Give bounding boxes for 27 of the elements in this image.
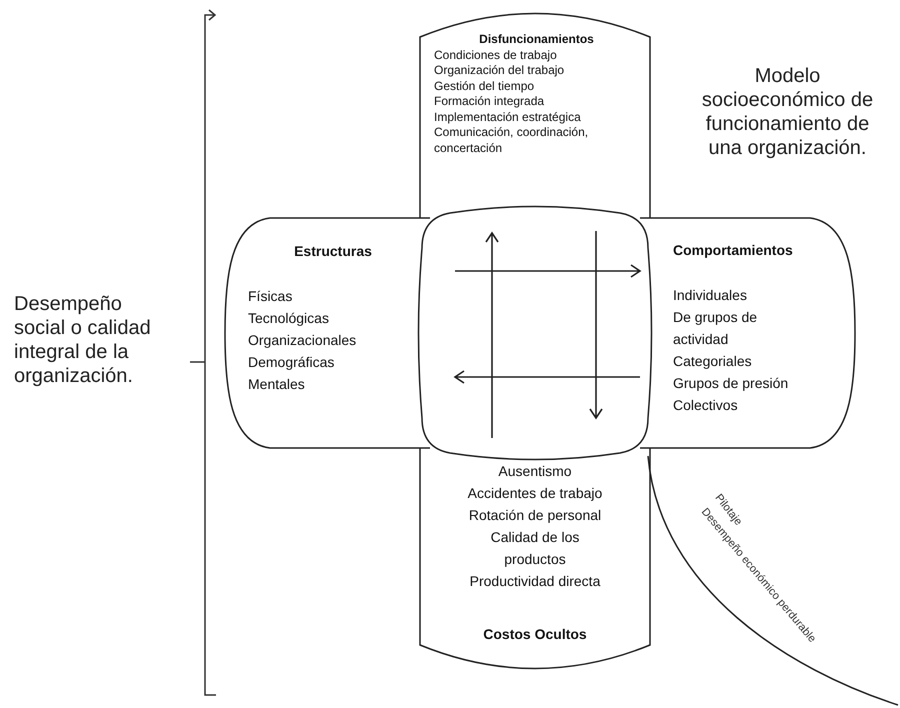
title-text: Modelo socioeconómico de funcionamiento de una organización. xyxy=(700,64,874,160)
list-item: Individuales xyxy=(673,286,747,305)
list-item: Accidentes de trabajo xyxy=(468,484,602,503)
list-item: Físicas xyxy=(248,287,292,306)
list-item: Grupos de presión xyxy=(673,374,788,393)
list-item: Gestión del tiempo xyxy=(434,78,534,94)
list-item: Formación integrada xyxy=(434,94,544,110)
list-item: Mentales xyxy=(248,375,305,394)
side-text: Desempeño social o calidad integral de la organización. xyxy=(14,292,152,388)
list-item: Condiciones de trabajo xyxy=(434,48,557,63)
list-item: De grupos de actividad xyxy=(673,308,758,349)
heading: Disfuncionamientos xyxy=(479,32,594,48)
list-item: Implementación estratégica xyxy=(434,110,581,125)
list-item: Colectivos xyxy=(673,396,738,415)
list-item: Comunicación, coordinación, concertación xyxy=(434,125,590,156)
list-item: Ausentismo xyxy=(498,462,572,481)
heading: Comportamientos xyxy=(673,241,793,260)
list-item: Rotación de personal xyxy=(468,506,602,525)
heading: Estructuras xyxy=(294,242,372,261)
list-item: Organizacionales xyxy=(248,331,356,350)
list-item: Categoriales xyxy=(673,352,752,371)
list-item: Organización del trabajo xyxy=(434,63,564,78)
heading: Costos Ocultos xyxy=(483,625,587,644)
list-item: Tecnológicas xyxy=(248,309,329,328)
list-item: Demográficas xyxy=(248,353,334,372)
list-item: Productividad directa xyxy=(470,572,600,591)
list-item: Calidad de los productos xyxy=(490,528,580,569)
